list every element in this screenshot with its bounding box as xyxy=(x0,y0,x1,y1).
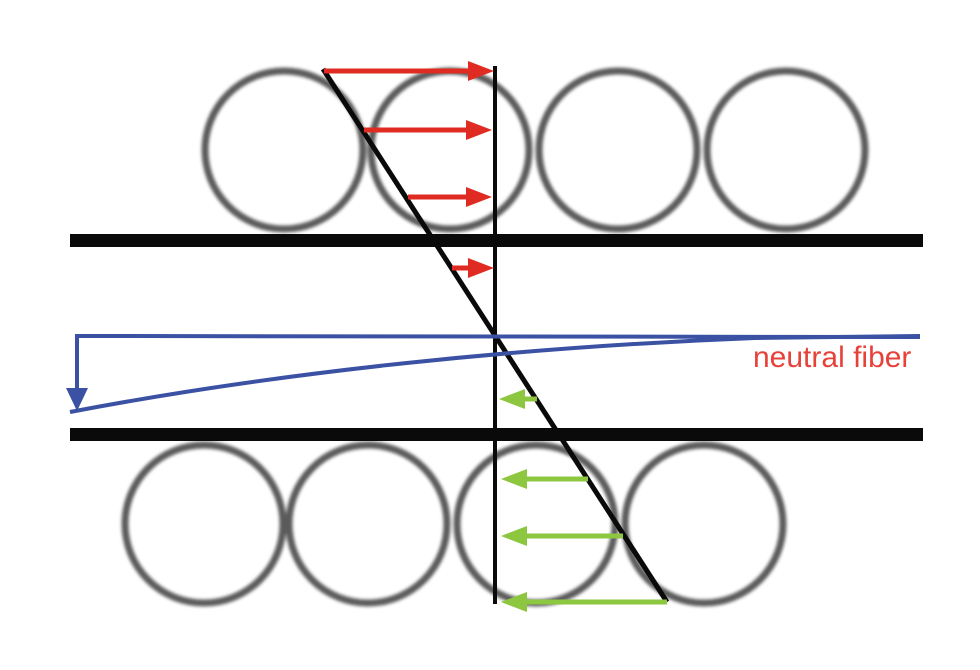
red-strain-arrow-2 xyxy=(364,120,492,140)
green-strain-arrow-4-head xyxy=(501,592,527,612)
green-strain-arrow-3-head xyxy=(501,526,527,546)
red-strain-arrow-2-head xyxy=(466,120,492,140)
bottom-fiber-row xyxy=(121,441,787,607)
bottom-fiber-circle-4 xyxy=(621,441,787,607)
red-strain-arrow-4-head xyxy=(468,258,494,278)
bottom-fiber-circle-2 xyxy=(285,441,451,607)
neutral-fiber-curve xyxy=(69,334,921,414)
green-strain-arrow-4 xyxy=(501,592,667,612)
bottom-fiber-circle-1 xyxy=(121,441,287,607)
green-strain-arrow-3 xyxy=(501,526,623,546)
top-fiber-circle-2 xyxy=(367,67,533,233)
top-fiber-circle-1 xyxy=(201,67,367,233)
green-strain-arrow-2-head xyxy=(501,469,527,489)
top-fiber-circle-4 xyxy=(703,67,869,233)
red-strain-arrow-1-head xyxy=(468,61,494,81)
red-strain-arrow-4 xyxy=(452,258,494,278)
displacement-arrow-head xyxy=(66,388,88,411)
red-strain-arrow-1 xyxy=(324,61,494,81)
green-strain-arrow-1 xyxy=(499,389,537,409)
bottom-fiber-circle-3 xyxy=(453,441,619,607)
red-strain-arrow-3-head xyxy=(466,187,492,207)
top-fiber-row xyxy=(201,67,869,233)
neutral-fiber-group xyxy=(66,334,921,414)
red-strain-arrow-3 xyxy=(408,187,492,207)
top-fiber-circle-3 xyxy=(535,67,701,233)
green-strain-arrow-2 xyxy=(501,469,588,489)
neutral-fiber-label: neutral fiber xyxy=(753,341,912,374)
green-strain-arrow-1-head xyxy=(499,389,525,409)
